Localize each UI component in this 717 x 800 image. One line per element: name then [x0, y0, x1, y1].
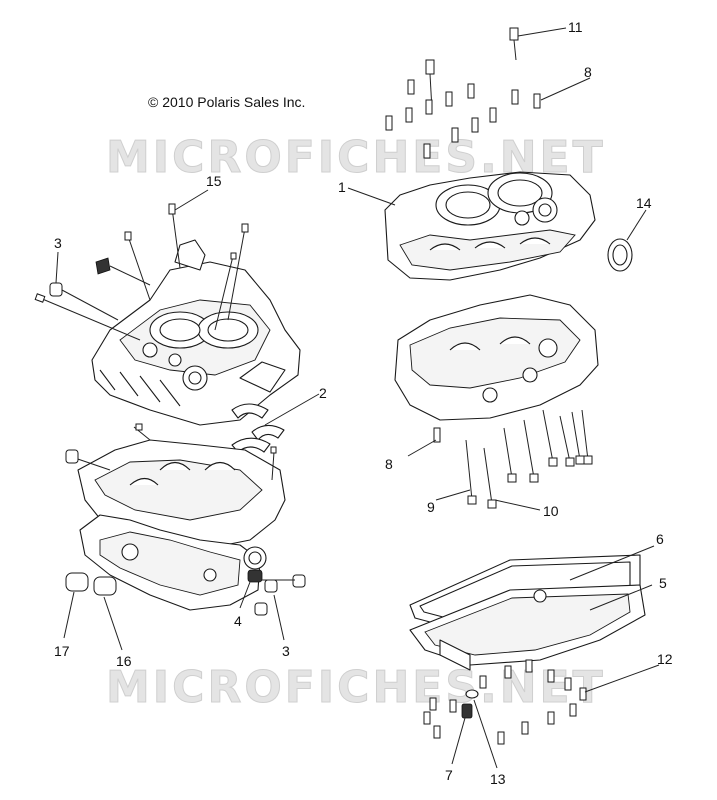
- left-upper-crankcase: [91, 239, 301, 426]
- callout-10: 10: [543, 503, 559, 519]
- copyright-text: © 2010 Polaris Sales Inc.: [148, 94, 305, 110]
- pan-bolts: [423, 659, 587, 745]
- watermark-bottom: MICROFICHES.NET: [106, 662, 606, 713]
- leader-lines: [55, 27, 660, 769]
- callout-6: 6: [656, 531, 664, 547]
- right-lower-crankcase: [394, 294, 599, 421]
- callout-14: 14: [636, 195, 652, 211]
- bearing-halves: [231, 403, 285, 453]
- callout-5: 5: [659, 575, 667, 591]
- callout-3-left: 3: [54, 235, 62, 251]
- long-bolts: [433, 409, 593, 509]
- left-lower-crankcase: [65, 423, 286, 611]
- seal-14: [607, 238, 633, 272]
- callout-8-top: 8: [584, 64, 592, 80]
- left-upper-studs: [34, 203, 249, 341]
- callout-4: 4: [234, 613, 242, 629]
- callout-9: 9: [427, 499, 435, 515]
- callout-2: 2: [319, 385, 327, 401]
- right-top-bolts: [385, 27, 541, 159]
- watermark-top: MICROFICHES.NET: [106, 132, 606, 183]
- callout-labels: 1 2 3 3 4 5 6 7 8 8 9 10 11 12 13 14 15 …: [54, 19, 673, 787]
- callout-12: 12: [657, 651, 673, 667]
- callout-1: 1: [338, 179, 346, 195]
- callout-8-bottom: 8: [385, 456, 393, 472]
- right-upper-crankcase: [384, 171, 596, 281]
- oil-pan: [409, 584, 646, 671]
- callout-17: 17: [54, 643, 70, 659]
- left-lower-plugs: [65, 569, 306, 616]
- callout-16: 16: [116, 653, 132, 669]
- callout-7: 7: [445, 767, 453, 783]
- callout-3-right: 3: [282, 643, 290, 659]
- callout-15: 15: [206, 173, 222, 189]
- callout-13: 13: [490, 771, 506, 787]
- callout-11: 11: [568, 19, 583, 35]
